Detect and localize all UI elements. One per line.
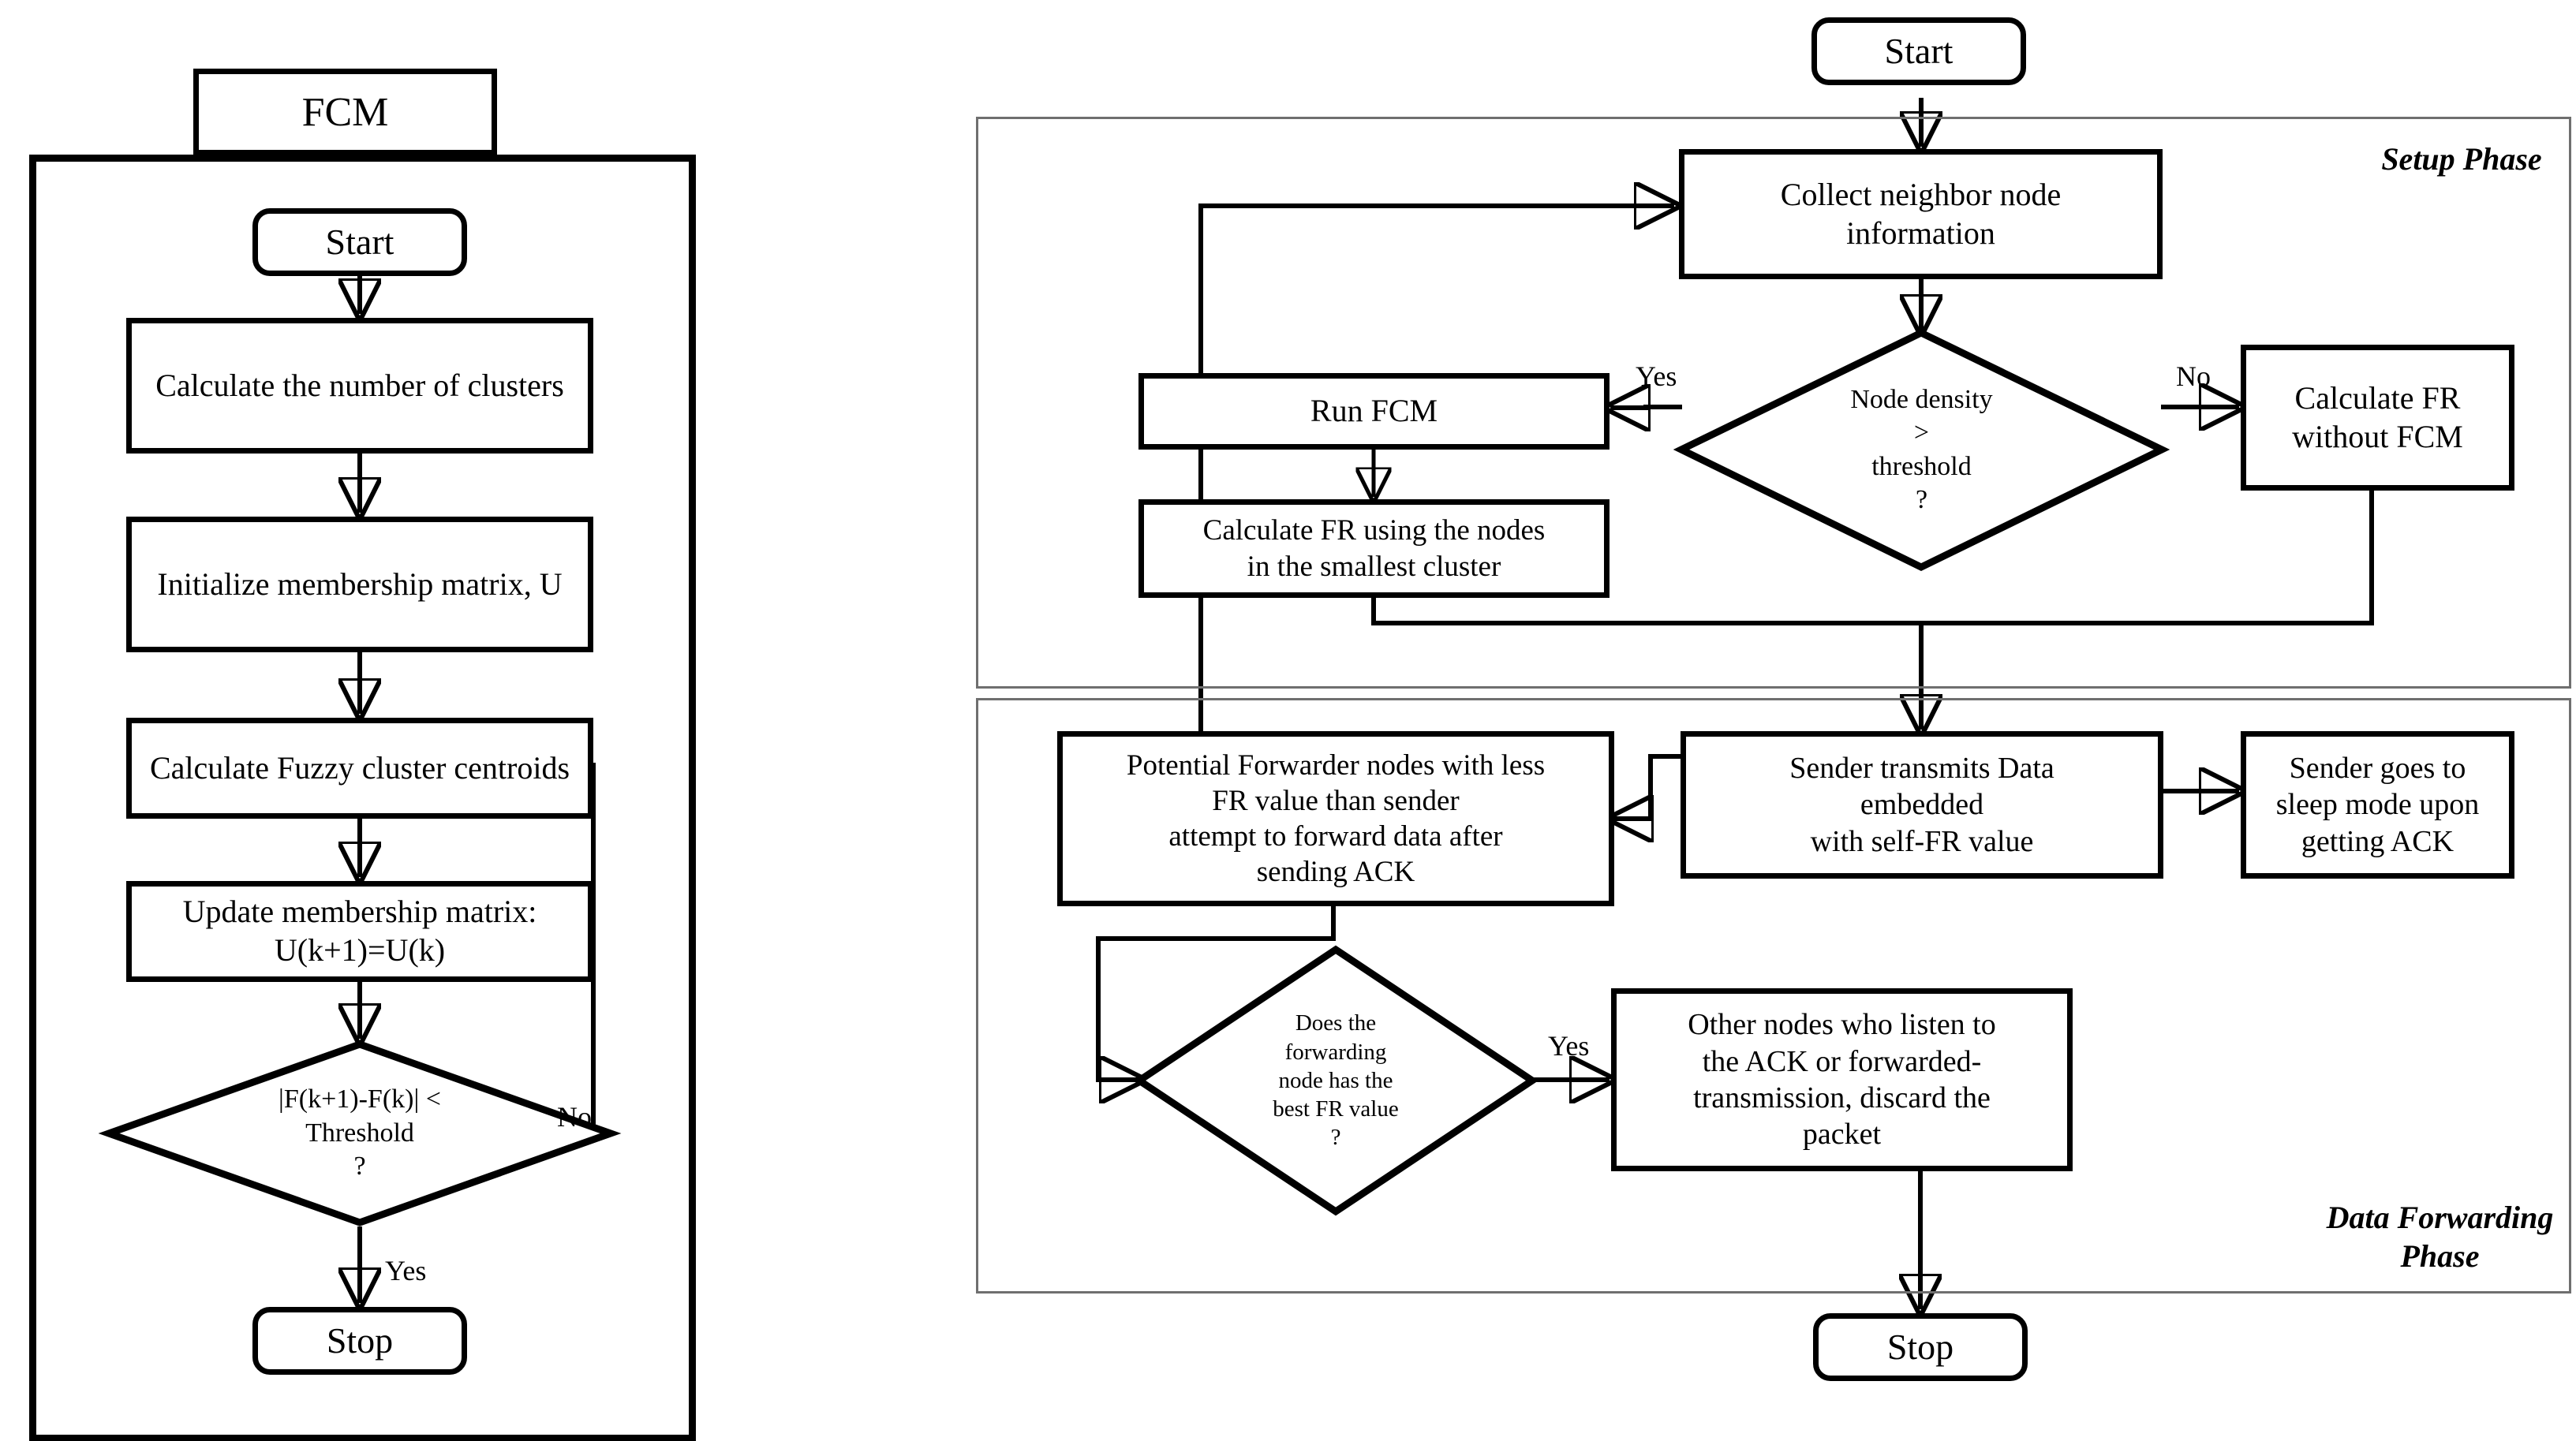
other-nodes-line-1: Other nodes who listen to [1688, 1008, 1996, 1042]
run-fcm-label: Run FCM [1310, 393, 1438, 429]
setup-phase-label: Setup Phase [2381, 141, 2542, 177]
best-fr-line-3: node has the [1278, 1067, 1393, 1093]
fcm-decision-line3: ? [353, 1152, 366, 1182]
sender-sleep-box[interactable]: Sender goes to sleep mode upon getting A… [2241, 731, 2514, 879]
calc-fr-without-fcm-box[interactable]: Calculate FR without FCM [2241, 345, 2514, 491]
potential-line-2: FR value than sender [1212, 784, 1460, 817]
potential-line-1: Potential Forwarder nodes with less [1126, 748, 1546, 782]
other-nodes-line-2: the ACK or forwarded- [1702, 1044, 1982, 1078]
collect-neighbor-info-box[interactable]: Collect neighbor node information [1679, 149, 2163, 279]
data-forwarding-phase-label: Data Forwarding Phase [2312, 1199, 2568, 1276]
fcm-update-matrix-box[interactable]: Update membership matrix: U(k+1)=U(k) [126, 881, 593, 982]
other-nodes-line-3: transmission, discard the [1693, 1081, 1991, 1114]
sender-tx-line-1: Sender transmits Data [1789, 751, 2054, 785]
best-fr-line-4: best FR value [1273, 1096, 1399, 1122]
best-fr-line-2: forwarding [1284, 1039, 1387, 1065]
collect-line-2: information [1846, 215, 1995, 251]
fcm-calc-clusters-box[interactable]: Calculate the number of clusters [126, 318, 593, 454]
fcm-init-matrix-label: Initialize membership matrix, U [157, 566, 563, 602]
calc-fr-nofcm-line-1: Calculate FR [2294, 379, 2461, 416]
sender-transmits-box[interactable]: Sender transmits Data embedded with self… [1681, 731, 2163, 879]
potential-line-3: attempt to forward data after [1168, 820, 1503, 853]
fcm-threshold-decision[interactable]: |F(k+1)-F(k)| < Threshold ? [98, 1040, 622, 1226]
other-nodes-line-4: packet [1802, 1118, 1882, 1152]
protocol-stop-node[interactable]: Stop [1813, 1313, 2028, 1381]
fcm-decision-line2: Threshold [305, 1118, 414, 1148]
best-fr-line-1: Does the [1295, 1010, 1377, 1036]
calc-fr-cluster-line-1: Calculate FR using the nodes [1202, 514, 1546, 547]
calc-fr-cluster-line-2: in the smallest cluster [1247, 550, 1501, 583]
sender-sleep-line-3: getting ACK [2301, 824, 2454, 858]
fcm-centroids-box[interactable]: Calculate Fuzzy cluster centroids [126, 718, 593, 819]
data-forwarding-label-line-1: Data Forwarding [2326, 1200, 2554, 1235]
fcm-container [29, 155, 696, 1441]
fcm-no-label: No [557, 1101, 592, 1133]
best-fr-line-5: ? [1330, 1125, 1341, 1151]
density-line-2: > [1913, 418, 1930, 447]
other-nodes-discard-box[interactable]: Other nodes who listen to the ACK or for… [1611, 988, 2073, 1171]
protocol-start-node[interactable]: Start [1811, 17, 2026, 85]
data-forwarding-label-line-2: Phase [2400, 1238, 2480, 1274]
data-forwarding-phase-group [976, 698, 2571, 1294]
setup-phase-group [976, 117, 2571, 689]
sender-sleep-line-2: sleep mode upon [2275, 788, 2480, 822]
fcm-yes-label: Yes [385, 1255, 427, 1286]
potential-forwarder-box[interactable]: Potential Forwarder nodes with less FR v… [1057, 731, 1614, 906]
density-line-3: threshold [1871, 451, 1972, 481]
sender-tx-line-2: embedded [1860, 788, 1984, 822]
run-fcm-box[interactable]: Run FCM [1138, 373, 1610, 450]
fcm-start-node[interactable]: Start [252, 208, 467, 276]
sender-tx-line-3: with self-FR value [1810, 824, 2034, 858]
fcm-init-matrix-box[interactable]: Initialize membership matrix, U [126, 517, 593, 652]
fcm-centroids-label: Calculate Fuzzy cluster centroids [149, 749, 570, 786]
fcm-stop-label: Stop [326, 1320, 394, 1361]
collect-line-1: Collect neighbor node [1780, 176, 2062, 212]
protocol-start-label: Start [1884, 30, 1953, 71]
protocol-stop-label: Stop [1886, 1326, 1954, 1367]
density-line-1: Node density [1850, 384, 1993, 414]
sender-sleep-line-1: Sender goes to [2289, 751, 2466, 785]
fcm-title-label: FCM [301, 89, 389, 135]
fcm-title-tab: FCM [193, 69, 497, 155]
potential-line-4: sending ACK [1256, 856, 1415, 889]
fcm-stop-node[interactable]: Stop [252, 1307, 467, 1375]
node-density-decision[interactable]: Node density > threshold ? [1673, 328, 2170, 572]
best-fr-decision[interactable]: Does the forwarding node has the best FR… [1132, 945, 1539, 1216]
density-line-4: ? [1915, 485, 1928, 514]
density-yes-label: Yes [1636, 360, 1677, 392]
calc-fr-nofcm-line-2: without FCM [2292, 418, 2463, 454]
fcm-calc-clusters-label: Calculate the number of clusters [155, 367, 564, 403]
calc-fr-cluster-box[interactable]: Calculate FR using the nodes in the smal… [1138, 499, 1610, 598]
best-fr-yes-label: Yes [1548, 1030, 1590, 1062]
fcm-update-matrix-label: Update membership matrix: U(k+1)=U(k) [182, 894, 537, 968]
density-no-label: No [2176, 360, 2211, 392]
fcm-start-label: Start [325, 221, 394, 262]
fcm-decision-line1: |F(k+1)-F(k)| < [279, 1084, 441, 1114]
